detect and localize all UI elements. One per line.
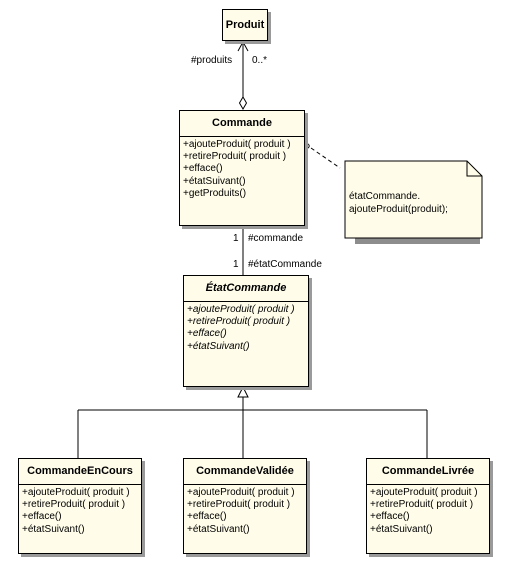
class-name: CommandeValidée [184,459,306,485]
operation: +retireProduit( produit ) [187,316,291,328]
operation: +efface() [22,511,62,523]
note-text: étatCommande. ajouteProduit(produit); [349,190,448,216]
operation: +retireProduit( produit ) [187,499,291,511]
class-name: CommandeLivrée [367,459,489,485]
operation: +étatSuivant() [22,523,85,535]
operation: +ajouteProduit( produit ) [183,139,291,150]
note-line: ajouteProduit(produit); [349,204,448,215]
generalization-triangle [237,385,249,398]
operation: +efface() [370,511,410,523]
aggregation-diamond [238,96,248,110]
produits-navigation-arrow [237,40,249,52]
class-produit[interactable]: Produit [222,9,268,41]
class-name: CommandeEnCours [19,459,141,485]
operation: +ajouteProduit( produit ) [370,487,478,498]
operation: +étatSuivant() [187,523,250,535]
class-commande-en-cours[interactable]: CommandeEnCours +ajouteProduit( produit … [18,458,142,554]
operation: +efface() [187,511,227,523]
class-name: ÉtatCommande [184,276,308,302]
role-commande: #commande [248,233,304,244]
note-anchor-line [310,147,341,169]
multiplicity-etat: 1 [233,259,239,270]
class-name: Produit [225,19,265,31]
note-anchor-circle [304,143,310,149]
operation: +étatSuivant() [187,340,250,352]
operation: +ajouteProduit( produit ) [22,487,130,498]
class-commande-validee[interactable]: CommandeValidée +ajouteProduit( produit … [183,458,307,554]
operation: +ajouteProduit( produit ) [187,304,295,315]
operation: +retireProduit( produit ) [22,499,126,511]
operation: +étatSuivant() [370,523,433,535]
class-commande[interactable]: Commande +ajouteProduit( produit ) +reti… [179,110,305,226]
operation: +getProduits() [183,187,247,199]
note-line: étatCommande. [349,191,421,202]
class-name: Commande [180,111,304,137]
operation: +ajouteProduit( produit ) [187,487,295,498]
operation: +retireProduit( produit ) [183,151,287,163]
class-etat-commande[interactable]: ÉtatCommande +ajouteProduit( produit ) +… [183,275,309,387]
operation: +efface() [183,163,223,175]
class-commande-livree[interactable]: CommandeLivrée +ajouteProduit( produit )… [366,458,490,554]
operation: +retireProduit( produit ) [370,499,474,511]
operation: +efface() [187,328,227,340]
role-etat-commande: #étatCommande [248,259,322,270]
multiplicity-produits: 0..* [252,55,268,66]
operation: +étatSuivant() [183,175,246,187]
multiplicity-commande: 1 [233,233,239,244]
note-shape [344,160,483,244]
role-produits: #produits [191,55,233,66]
